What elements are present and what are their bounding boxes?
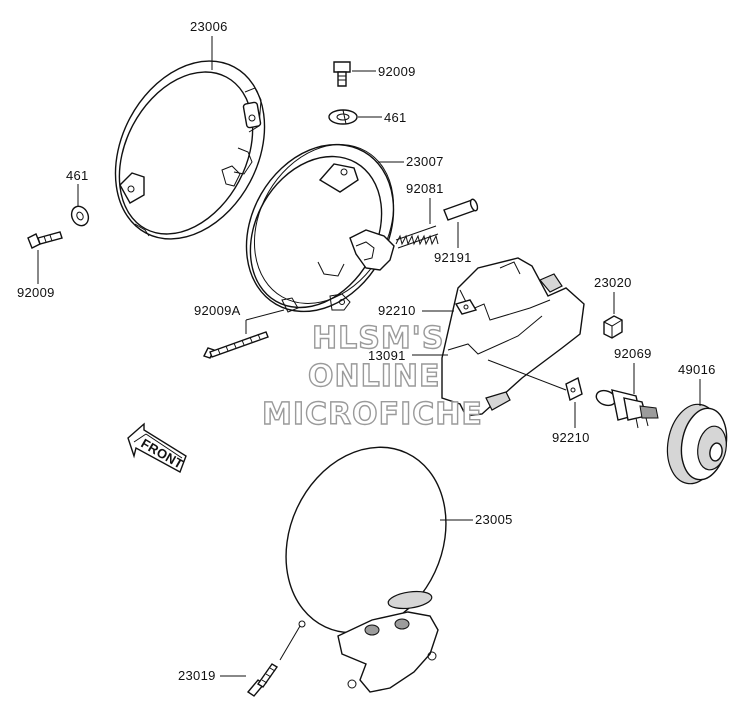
label-92210-bottom: 92210: [552, 430, 590, 445]
label-13091: 13091: [368, 348, 406, 363]
label-92081: 92081: [406, 181, 444, 196]
label-92009-left: 92009: [17, 285, 55, 300]
watermark-line2: ONLINE: [308, 359, 441, 394]
headlight-housing-23007[interactable]: [217, 118, 423, 338]
label-92009A: 92009A: [194, 303, 241, 318]
label-92069: 92069: [614, 346, 652, 361]
watermark: HLSM'S ONLINE MICROFICHE: [261, 320, 483, 432]
clip-92210-top[interactable]: [454, 299, 478, 315]
bracket-13091[interactable]: [441, 257, 585, 417]
label-92210-top: 92210: [378, 303, 416, 318]
screw-23019[interactable]: [246, 663, 279, 697]
socket-23020[interactable]: [603, 315, 623, 339]
washer-461-left[interactable]: [69, 204, 92, 229]
screw-92009A[interactable]: [203, 331, 269, 359]
headlight-lens-23005[interactable]: [257, 421, 476, 693]
label-23019: 23019: [178, 668, 216, 683]
label-461-top: 461: [384, 110, 407, 125]
dust-cover-49016[interactable]: [661, 400, 731, 488]
screw-92009-left[interactable]: [27, 231, 63, 249]
headlight-rim-23006[interactable]: [86, 35, 294, 265]
label-23006: 23006: [190, 19, 228, 34]
label-49016: 49016: [678, 362, 716, 377]
label-23005: 23005: [475, 512, 513, 527]
bulb-92069[interactable]: [594, 388, 659, 429]
washer-461-top[interactable]: [328, 109, 358, 125]
watermark-line1: HLSM'S: [312, 321, 444, 356]
label-92009-top: 92009: [378, 64, 416, 79]
watermark-line3: MICROFICHE: [262, 397, 483, 432]
spring-92081[interactable]: [395, 225, 439, 249]
label-461-left: 461: [66, 168, 89, 183]
label-23007: 23007: [406, 154, 444, 169]
front-direction-arrow: FRONT: [127, 422, 187, 474]
clip-92210-bottom[interactable]: [565, 376, 583, 402]
label-92191: 92191: [434, 250, 472, 265]
label-23020: 23020: [594, 275, 632, 290]
tube-92191[interactable]: [443, 198, 479, 221]
screw-92009-top[interactable]: [333, 61, 351, 87]
